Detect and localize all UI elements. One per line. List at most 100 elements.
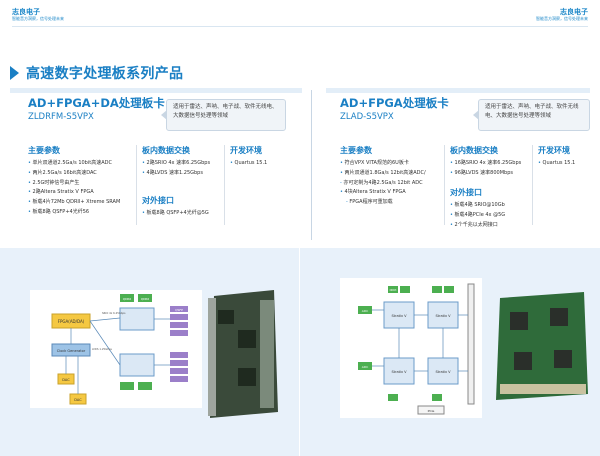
list-item: 4块Altera Stratix V FPGA — [340, 188, 446, 198]
fpga-label: Stratix V — [391, 314, 407, 318]
list-item: 亦可定制为4路2.5Ga/s 12bit ADC — [340, 179, 446, 189]
left-card-title: AD+FPGA+DA处理板卡 — [28, 96, 165, 110]
left-card-model: ZLDRFM-S5VPX — [28, 112, 94, 122]
panel-divider — [311, 90, 312, 240]
fpga-label: Stratix V — [435, 370, 451, 374]
list-item: Quartus 15.1 — [538, 159, 590, 169]
qsfp-port — [170, 376, 188, 382]
left-block-diagram: FPGA(AD/DA) Clock Generator DAC DAC QDRI… — [30, 290, 202, 408]
sram-block-2 — [138, 294, 152, 302]
header-rule — [12, 26, 588, 27]
ddr-block — [444, 286, 454, 293]
sram-block — [120, 294, 134, 302]
qsfp-port — [170, 322, 188, 328]
column-divider — [136, 145, 137, 225]
left-external-list: 板载8路 QSFP+4光纤@5G — [142, 209, 222, 219]
right-external-heading: 对外接口 — [450, 188, 482, 197]
right-devenv-list: Quartus 15.1 — [538, 159, 590, 169]
board-pcb — [496, 292, 588, 400]
ddr-block — [388, 286, 398, 293]
board-chip — [510, 312, 528, 330]
list-item: 2.5G时钟信号由产生 — [28, 179, 136, 189]
left-external-heading: 对外接口 — [142, 196, 174, 205]
list-item: 2路Altera Stratix V FPGA — [28, 188, 136, 198]
qsfp-port — [170, 314, 188, 320]
board-connector — [500, 384, 586, 394]
sram-label: QDRII — [123, 297, 132, 301]
brand-left-slogan: 智能音方洞察，信号处理未来 — [12, 16, 64, 21]
board-chip — [514, 352, 532, 370]
left-onboard-list: 2路SRIO 4x 速率6.25Gbps 4路LVDS 速率1.25Gbps — [142, 159, 222, 179]
board-chip — [238, 330, 256, 348]
fpga-block — [383, 301, 415, 329]
dac2-label: DAC — [74, 398, 82, 402]
fpga-label: Stratix V — [391, 370, 407, 374]
qsfp-port — [170, 306, 188, 312]
right-onboard-list: 16路SRIO 4x 速率6.25Gbps 96路LVDS 速率800Mbps — [450, 159, 532, 179]
left-main-params-list: 单片双通道2.5Ga/s 10bit高速ADC 两片2.5Ga/s 16bit高… — [28, 159, 136, 218]
link-label: LVDS 1.25Gbps — [92, 347, 112, 351]
right-onboard-heading: 板内数据交换 — [450, 146, 498, 155]
right-application-callout: 适用于雷达、声呐、电子战、软件无线电、大数据信号处理等领域 — [473, 99, 590, 131]
left-product-card: AD+FPGA+DA处理板卡 ZLDRFM-S5VPX 适用于雷达、声呐、电子战… — [28, 95, 308, 245]
left-board-photo — [208, 290, 278, 418]
right-title-bar — [326, 88, 590, 93]
diagram-background — [340, 278, 482, 418]
brand-left: 志良电子 智能音方洞察，信号处理未来 — [12, 8, 64, 22]
right-card-model: ZLAD-S5VPX — [340, 112, 394, 122]
list-item: 单片双通道2.5Ga/s 10bit高速ADC — [28, 159, 136, 169]
list-item: 板载8路 QSFP+4光纤@5G — [142, 209, 222, 219]
board-chip — [554, 350, 572, 368]
link-label: SRIO 4x 6.25Gbps — [102, 311, 126, 315]
backplane-bus — [467, 283, 475, 405]
fpga-block — [383, 357, 415, 385]
list-item: 2路SRIO 4x 速率6.25Gbps — [142, 159, 222, 169]
sram-label-2: QDRII — [141, 297, 150, 301]
ddr-block — [400, 286, 410, 293]
dac1-label: DAC — [62, 378, 70, 382]
qsfp-port — [170, 330, 188, 336]
board-front-panel — [208, 298, 216, 416]
ddr-block — [432, 286, 442, 293]
qsfp-port — [170, 368, 188, 374]
ddr-block — [432, 394, 442, 401]
column-divider — [444, 145, 445, 225]
fpga-block-bottom — [119, 353, 155, 377]
list-item: 两片双通道1.8Ga/s 12bit高速ADC/ — [340, 169, 446, 179]
right-external-list: 板载4路 SRIO@10Gb 板载4路PCIe 4x @5G 2个千兆以太网接口 — [450, 201, 532, 230]
ddr-block — [388, 394, 398, 401]
right-main-params-list: 符合VPX VITA规范的6U板卡 两片双通道1.8Ga/s 12bit高速AD… — [340, 159, 446, 208]
qsfp-port — [170, 360, 188, 366]
right-card-title: AD+FPGA处理板卡 — [340, 96, 449, 110]
brand-right-name: 志良电子 — [560, 8, 588, 16]
triangle-bullet-icon — [10, 66, 19, 80]
list-item: 96路LVDS 速率800Mbps — [450, 169, 532, 179]
board-chip — [238, 368, 256, 386]
pcie-block — [417, 405, 445, 415]
sram-block-3 — [120, 382, 134, 390]
sram-block-4 — [138, 382, 152, 390]
list-item: 2个千兆以太网接口 — [450, 221, 532, 231]
list-item: 板载4路 SRIO@10Gb — [450, 201, 532, 211]
images-divider — [299, 248, 300, 456]
list-item: 板载4片72Mb QDRII+ Xtreme SRAM — [28, 198, 136, 208]
right-block-diagram: Stratix V Stratix V Stratix V Stratix V … — [340, 278, 482, 418]
section-heading: 高速数字处理板系列产品 — [10, 63, 183, 83]
list-item: 两片2.5Ga/s 16bit高速DAC — [28, 169, 136, 179]
right-main-params-heading: 主要参数 — [340, 146, 372, 155]
list-item: 板载8路 QSFP+4光纤56 — [28, 208, 136, 218]
board-chip — [218, 310, 234, 324]
adc-label: ADC — [362, 309, 368, 313]
list-item: Quartus 15.1 — [230, 159, 300, 169]
list-item: 4路LVDS 速率1.25Gbps — [142, 169, 222, 179]
list-item: 板载4路PCIe 4x @5G — [450, 211, 532, 221]
adc-block — [358, 306, 372, 314]
board-connector — [260, 300, 274, 408]
right-board-photo — [496, 292, 588, 400]
qsfp-label: QSFP — [175, 308, 183, 312]
list-item: 16路SRIO 4x 速率6.25Gbps — [450, 159, 532, 169]
right-devenv-heading: 开发环境 — [538, 146, 570, 155]
board-chip — [550, 308, 568, 326]
left-onboard-heading: 板内数据交换 — [142, 146, 190, 155]
right-product-card: AD+FPGA处理板卡 ZLAD-S5VPX 适用于雷达、声呐、电子战、软件无线… — [340, 95, 590, 245]
